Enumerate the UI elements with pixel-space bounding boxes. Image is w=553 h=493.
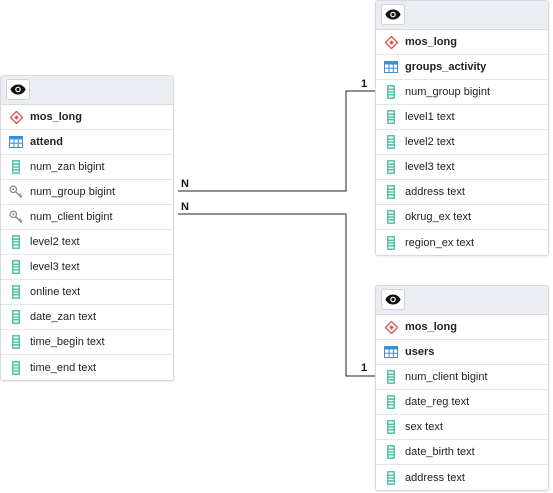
column-label: time_begin text	[30, 336, 105, 348]
eye-icon[interactable]	[381, 4, 405, 25]
column-row[interactable]: sex text	[376, 415, 548, 440]
cardinality-label: N	[181, 178, 189, 190]
column-icon	[384, 370, 398, 384]
column-row[interactable]: level2 text	[1, 230, 173, 255]
table-icon	[9, 135, 23, 149]
relation-edge-attend-groups	[178, 90, 376, 192]
column-label: date_reg text	[405, 396, 470, 408]
schema-row: mos_long	[1, 105, 173, 130]
column-label: date_zan text	[30, 311, 97, 323]
table-name: users	[405, 346, 435, 358]
table-icon	[384, 60, 398, 74]
column-label: num_group bigint	[30, 186, 116, 198]
column-label: address text	[405, 186, 465, 198]
eye-icon[interactable]	[381, 289, 405, 310]
column-icon	[384, 235, 398, 250]
key-icon	[9, 210, 23, 224]
schema-icon	[384, 35, 398, 49]
column-row[interactable]: level3 text	[376, 155, 548, 180]
table-node-header	[1, 76, 173, 105]
column-row[interactable]: okrug_ex text	[376, 205, 548, 230]
column-icon	[9, 160, 23, 174]
table-node-groups-activity[interactable]: mos_long groups_activity num_group bigint l…	[375, 0, 549, 256]
table-name-row: groups_activity	[376, 55, 548, 80]
column-row[interactable]: num_group bigint	[376, 80, 548, 105]
cardinality-label: 1	[361, 362, 368, 374]
column-icon	[9, 235, 23, 249]
column-label: level2 text	[405, 136, 455, 148]
column-row[interactable]: level2 text	[376, 130, 548, 155]
column-label: address text	[405, 471, 465, 484]
column-row[interactable]: date_zan text	[1, 305, 173, 330]
schema-row: mos_long	[376, 30, 548, 55]
column-label: online text	[30, 286, 81, 298]
column-row[interactable]: time_begin text	[1, 330, 173, 355]
schema-name: mos_long	[405, 321, 457, 333]
column-icon	[384, 135, 398, 149]
cardinality-label: 1	[361, 78, 368, 90]
column-label: num_zan bigint	[30, 161, 105, 173]
table-name-row: attend	[1, 130, 173, 155]
column-icon	[9, 335, 23, 349]
schema-name: mos_long	[405, 36, 457, 48]
column-icon	[9, 260, 23, 274]
column-label: num_client bigint	[405, 371, 488, 383]
column-label: sex text	[405, 421, 443, 433]
column-icon	[384, 160, 398, 174]
column-icon	[384, 395, 398, 409]
column-icon	[384, 185, 398, 199]
table-name: groups_activity	[405, 61, 487, 73]
eye-icon[interactable]	[6, 79, 30, 100]
column-label: time_end text	[30, 361, 97, 374]
schema-row: mos_long	[376, 315, 548, 340]
table-icon	[384, 345, 398, 359]
column-row[interactable]: date_reg text	[376, 390, 548, 415]
column-row[interactable]: num_zan bigint	[1, 155, 173, 180]
column-label: level2 text	[30, 236, 80, 248]
column-label: num_group bigint	[405, 86, 491, 98]
schema-icon	[9, 110, 23, 124]
column-label: level3 text	[405, 161, 455, 173]
table-name-row: users	[376, 340, 548, 365]
column-row[interactable]: address text	[376, 465, 548, 490]
column-row[interactable]: online text	[1, 280, 173, 305]
column-icon	[384, 470, 398, 485]
column-row[interactable]: date_birth text	[376, 440, 548, 465]
column-row[interactable]: time_end text	[1, 355, 173, 380]
schema-icon	[384, 320, 398, 334]
key-icon	[9, 185, 23, 199]
column-icon	[384, 445, 398, 459]
column-row[interactable]: address text	[376, 180, 548, 205]
cardinality-label: N	[181, 201, 189, 213]
relation-edge-attend-users	[178, 213, 376, 377]
table-name: attend	[30, 136, 63, 148]
column-label: okrug_ex text	[405, 211, 472, 223]
table-node-header	[376, 1, 548, 30]
column-label: region_ex text	[405, 236, 475, 249]
column-icon	[384, 85, 398, 99]
column-icon	[9, 310, 23, 324]
column-row[interactable]: region_ex text	[376, 230, 548, 255]
column-row[interactable]: num_client bigint	[376, 365, 548, 390]
column-label: level1 text	[405, 111, 455, 123]
column-icon	[384, 110, 398, 124]
column-label: num_client bigint	[30, 211, 113, 223]
schema-name: mos_long	[30, 111, 82, 123]
column-label: date_birth text	[405, 446, 475, 458]
column-label: level3 text	[30, 261, 80, 273]
column-icon	[384, 210, 398, 224]
column-icon	[9, 285, 23, 299]
column-icon	[9, 360, 23, 375]
column-row[interactable]: level3 text	[1, 255, 173, 280]
table-node-header	[376, 286, 548, 315]
column-icon	[384, 420, 398, 434]
column-row[interactable]: level1 text	[376, 105, 548, 130]
column-row[interactable]: num_client bigint	[1, 205, 173, 230]
column-row[interactable]: num_group bigint	[1, 180, 173, 205]
